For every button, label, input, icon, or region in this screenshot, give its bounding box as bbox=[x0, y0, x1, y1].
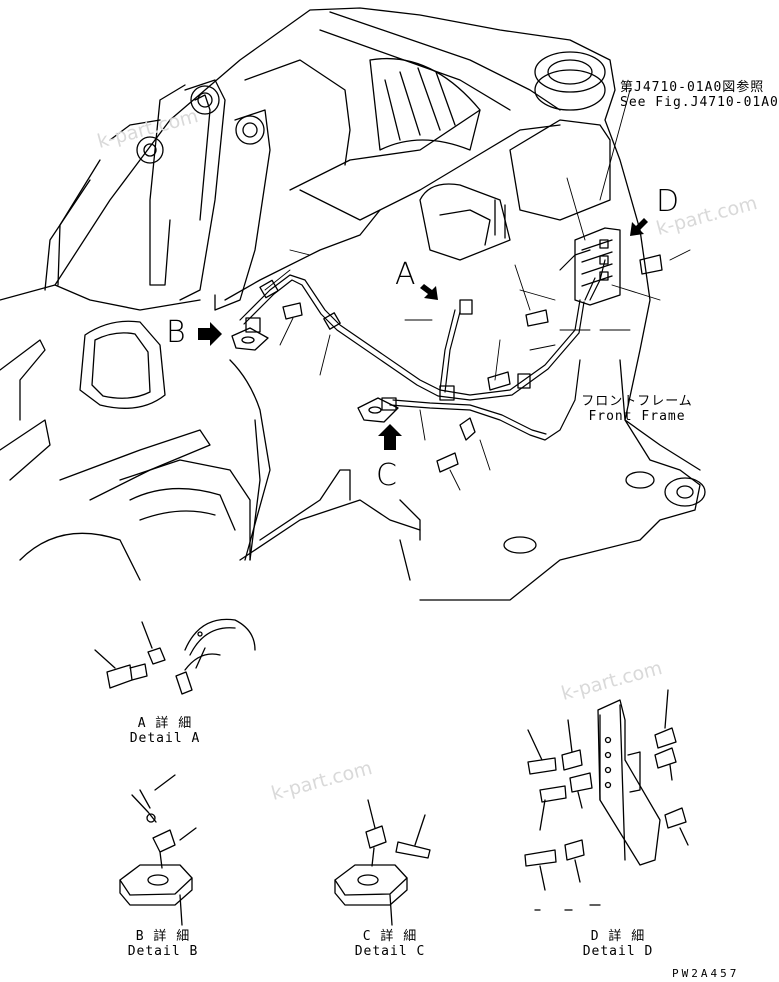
detail-b-caption: B 詳 細 Detail B bbox=[118, 929, 208, 959]
arrow-b bbox=[198, 322, 222, 346]
detail-d-caption: D 詳 細 Detail D bbox=[573, 929, 663, 959]
front-frame-label-jp: フロントフレーム bbox=[581, 394, 693, 409]
detail-d-caption-jp: D 詳 細 bbox=[590, 929, 646, 944]
view-label-c: C bbox=[376, 458, 397, 493]
detail-c-caption-jp: C 詳 細 bbox=[362, 929, 418, 944]
detail-b-caption-jp: B 詳 細 bbox=[135, 929, 191, 944]
detail-a-caption: A 詳 細 Detail A bbox=[120, 716, 210, 746]
detail-a-caption-jp: A 詳 細 bbox=[137, 716, 193, 731]
view-label-b: B bbox=[166, 315, 186, 350]
detail-c-caption-en: Detail C bbox=[354, 944, 426, 959]
leader-lines bbox=[264, 89, 691, 491]
reference-note-jp: 第J4710-01A0図参照 bbox=[620, 80, 765, 95]
front-frame-label-en: Front Frame bbox=[588, 409, 686, 424]
detail-d-drawing bbox=[524, 689, 689, 911]
detail-b-drawing bbox=[119, 774, 197, 926]
front-frame-body bbox=[0, 7, 706, 601]
detail-a-caption-en: Detail A bbox=[129, 731, 201, 746]
detail-c-caption: C 詳 細 Detail C bbox=[345, 929, 435, 959]
front-frame-label: フロントフレーム Front Frame bbox=[578, 394, 696, 424]
drawing-code: PW2A457 bbox=[672, 967, 740, 980]
view-label-a: A bbox=[395, 257, 416, 292]
detail-c-drawing bbox=[334, 799, 431, 926]
clamps-and-bolts bbox=[231, 227, 663, 473]
detail-d-caption-en: Detail D bbox=[582, 944, 654, 959]
brake-piping bbox=[239, 249, 606, 441]
reference-note-en: See Fig.J4710-01A0 bbox=[620, 95, 779, 110]
view-label-d: D bbox=[656, 184, 680, 219]
arrow-d bbox=[630, 218, 648, 236]
detail-b-caption-en: Detail B bbox=[127, 944, 199, 959]
arrow-c bbox=[378, 424, 402, 450]
arrow-a bbox=[420, 284, 438, 300]
detail-a-drawing bbox=[94, 618, 256, 695]
view-arrows bbox=[198, 218, 648, 450]
reference-note: 第J4710-01A0図参照 See Fig.J4710-01A0 bbox=[620, 80, 779, 110]
